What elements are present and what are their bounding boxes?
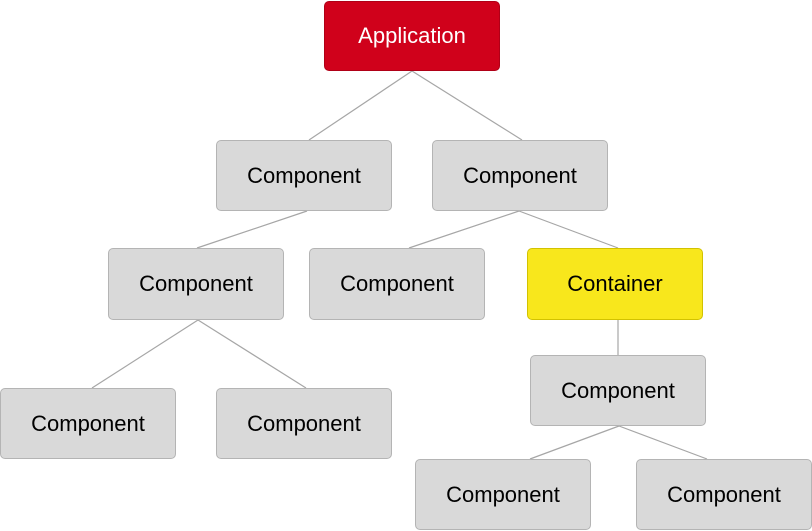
container-node: Container xyxy=(527,248,703,320)
component-node-label: Component xyxy=(340,271,454,296)
edge-component-l2-left-to-component-l3-left-a xyxy=(91,319,199,389)
component-node-l4-a: Component xyxy=(415,459,591,530)
container-node-label: Container xyxy=(567,271,663,296)
application-node-label: Application xyxy=(358,23,466,48)
edge-component-l1-right-to-component-l2-middle xyxy=(408,210,520,249)
component-node-label: Component xyxy=(139,271,253,296)
component-node-label: Component xyxy=(31,410,145,436)
component-node-l2-left: Component xyxy=(108,248,284,320)
component-node-label: Component xyxy=(561,377,675,403)
component-node-label: Component xyxy=(247,162,361,188)
edge-component-l1-right-to-container xyxy=(518,210,619,249)
component-node-label: Component xyxy=(667,481,781,507)
component-node-l2-middle: Component xyxy=(309,248,485,320)
edge-component-l2-left-to-component-l3-left-b xyxy=(197,319,307,389)
component-node-label: Component xyxy=(463,162,577,188)
component-node-l1-right: Component xyxy=(432,140,608,211)
component-node-l1-left: Component xyxy=(216,140,392,211)
component-node-l4-b: Component xyxy=(636,459,812,530)
edge-component-l1-left-to-component-l2-left xyxy=(196,210,308,249)
application-node: Application xyxy=(324,1,500,71)
component-node-l3-left-a: Component xyxy=(0,388,176,459)
component-node-label: Component xyxy=(446,481,560,507)
component-node-under-container: Component xyxy=(530,355,706,426)
edge-component-under-container-to-component-l4-a xyxy=(529,425,620,460)
edge-component-under-container-to-component-l4-b xyxy=(618,425,708,460)
component-node-l3-left-b: Component xyxy=(216,388,392,459)
component-node-label: Component xyxy=(247,410,361,436)
edge-application-to-component-l1-right xyxy=(411,70,523,141)
edge-application-to-component-l1-left xyxy=(308,70,413,141)
